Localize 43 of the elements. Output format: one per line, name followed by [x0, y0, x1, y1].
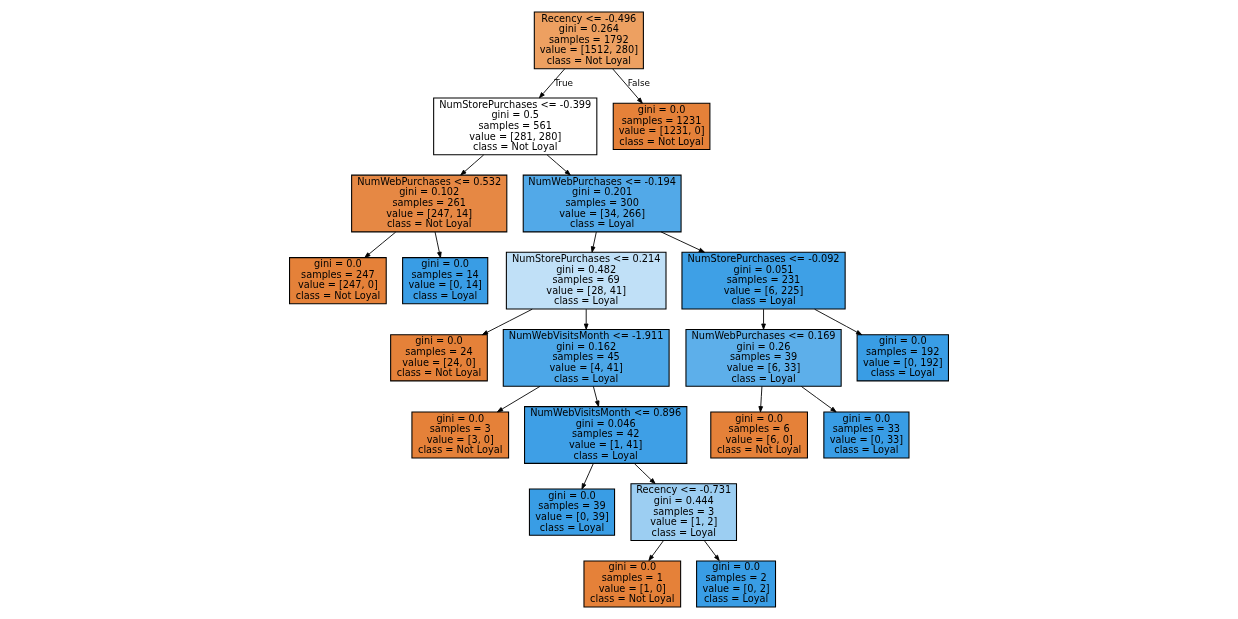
- arrow: [800, 385, 837, 413]
- node-box: gini = 0.0 samples = 24 value = [24, 0] class = Not Loyal: [390, 334, 488, 382]
- arrow: [814, 308, 863, 336]
- node-box: Recency <= -0.731 gini = 0.444 samples = 3 value = [1, 2] class = Loyal: [630, 483, 738, 542]
- arrow: [648, 540, 664, 561]
- node-box: NumWebVisitsMonth <= 0.896 gini = 0.046 samples = 42 value = [1, 41] class = Loyal: [524, 406, 688, 464]
- arrow: [581, 463, 594, 490]
- arrow: [434, 231, 442, 259]
- node-box: gini = 0.0 samples = 1 value = [1, 0] class = Not Loyal: [583, 560, 682, 608]
- node-box: gini = 0.0 samples = 2 value = [0, 2] class = Loyal: [696, 560, 777, 608]
- node-box: Recency <= -0.496 gini = 0.264 samples = 1792 value = [1512, 280] class = Not Loyal: [533, 11, 644, 70]
- arrow: [496, 385, 541, 413]
- edge-label: False: [627, 77, 651, 88]
- node-box: NumStorePurchases <= -0.399 gini = 0.5 samples = 561 value = [281, 280] class = Not Loyal: [433, 97, 598, 156]
- arrow: [546, 154, 571, 176]
- node-box: gini = 0.0 samples = 247 value = [247, 0] class = Not Loyal: [289, 257, 387, 305]
- node-box: NumStorePurchases <= -0.092 gini = 0.051 samples = 231 value = [6, 225] class = Loyal: [681, 251, 846, 310]
- arrow: [481, 308, 533, 336]
- node-box: gini = 0.0 samples = 192 value = [0, 192] class = Loyal: [856, 334, 949, 382]
- arrow: [660, 231, 705, 253]
- node-box: gini = 0.0 samples = 33 value = [0, 33] class = Loyal: [823, 411, 910, 459]
- arrow: [633, 463, 656, 485]
- node-box: gini = 0.0 samples = 39 value = [0, 39] class = Loyal: [528, 488, 616, 536]
- arrow: [364, 231, 397, 259]
- node-box: NumWebPurchases <= 0.169 gini = 0.26 samples = 39 value = [6, 33] class = Loyal: [685, 328, 842, 387]
- arrow: [460, 154, 485, 176]
- edge-label: True: [554, 77, 573, 88]
- arrow: [590, 231, 597, 253]
- arrow: [612, 68, 643, 104]
- arrow: [592, 385, 600, 407]
- node-box: gini = 0.0 samples = 6 value = [6, 0] class = Not Loyal: [710, 411, 808, 459]
- arrow: [761, 308, 766, 330]
- node-box: gini = 0.0 samples = 1231 value = [1231, 0] class = Not Loyal: [612, 102, 711, 150]
- node-box: NumWebPurchases <= -0.194 gini = 0.201 samples = 300 value = [34, 266] class = Loyal: [522, 174, 682, 233]
- node-box: NumWebPurchases <= 0.532 gini = 0.102 samples = 261 value = [247, 14] class = Not Loyal: [351, 174, 508, 233]
- node-box: NumStorePurchases <= 0.214 gini = 0.482 samples = 69 value = [28, 41] class = Loyal: [505, 251, 667, 310]
- arrow: [583, 308, 589, 330]
- node-box: gini = 0.0 samples = 14 value = [0, 14] class = Loyal: [402, 257, 489, 305]
- arrow: [758, 385, 764, 413]
- arrow: [538, 68, 566, 99]
- node-box: gini = 0.0 samples = 3 value = [3, 0] class = Not Loyal: [411, 411, 510, 459]
- node-box: NumWebVisitsMonth <= -1.911 gini = 0.162 samples = 45 value = [4, 41] class = Loyal: [502, 328, 670, 387]
- arrow: [703, 540, 720, 561]
